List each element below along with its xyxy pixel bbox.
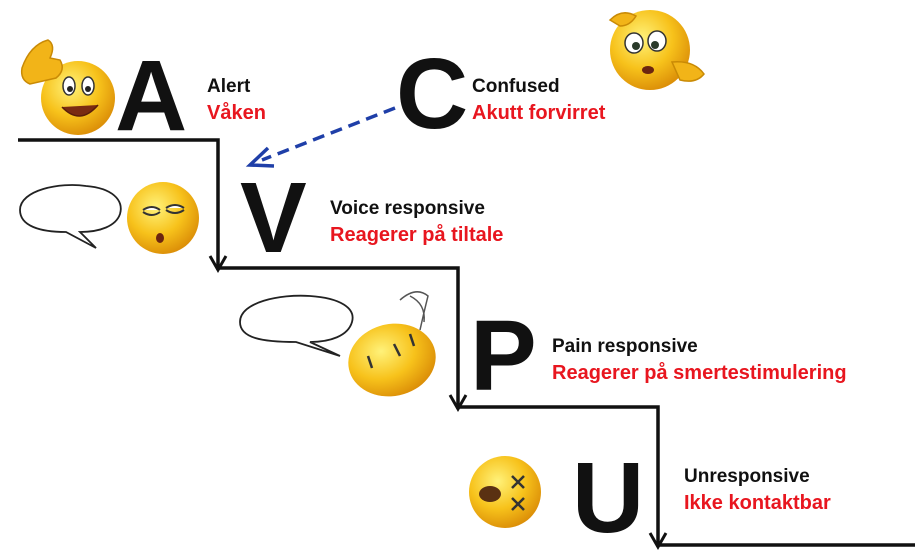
level-letter-v: V <box>240 162 307 274</box>
dashed-arrow-c-to-v <box>245 106 396 168</box>
pinched-emoji <box>348 291 436 397</box>
label-confused-english: Confused <box>472 76 560 97</box>
sleepy-emoji <box>127 182 199 254</box>
label-pain: Pain responsive Reagerer på smertestimul… <box>552 336 847 385</box>
label-unresponsive-norwegian: Ikke kontaktbar <box>684 491 831 514</box>
label-confused-norwegian: Akutt forvirret <box>472 101 606 124</box>
step-arrowheads <box>208 255 668 551</box>
label-voice-norwegian: Reagerer på tiltale <box>330 223 504 246</box>
staircase-line <box>18 138 915 547</box>
level-letter-a: A <box>115 40 188 152</box>
label-unresponsive-english: Unresponsive <box>684 466 810 487</box>
unconscious-emoji <box>469 456 541 528</box>
label-confused: Confused Akutt forvirret <box>472 76 605 125</box>
label-voice-english: Voice responsive <box>330 198 485 219</box>
confused-emoji <box>608 10 705 90</box>
thumbs-up-emoji <box>20 39 115 135</box>
label-pain-english: Pain responsive <box>552 336 698 357</box>
level-letter-c: C <box>396 38 469 150</box>
label-unresponsive: Unresponsive Ikke kontaktbar <box>684 466 831 515</box>
label-alert-norwegian: Våken <box>207 101 266 124</box>
label-alert-english: Alert <box>207 76 251 97</box>
level-letter-u: U <box>572 442 645 554</box>
label-alert: Alert Våken <box>207 76 266 125</box>
label-pain-norwegian: Reagerer på smertestimulering <box>552 361 847 384</box>
speech-bubble-p <box>239 294 354 357</box>
speech-bubble-v <box>19 184 122 249</box>
label-voice: Voice responsive Reagerer på tiltale <box>330 198 503 247</box>
level-letter-p: P <box>470 300 537 412</box>
